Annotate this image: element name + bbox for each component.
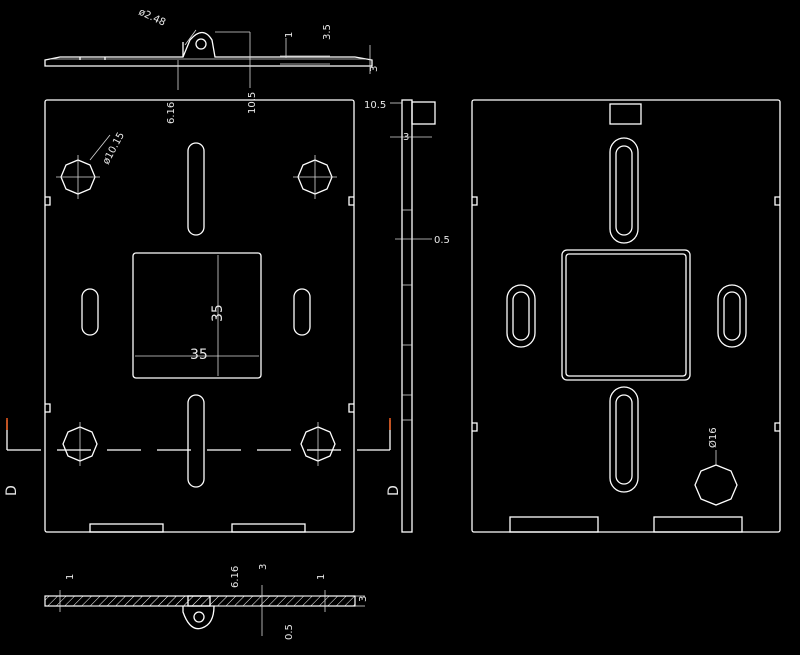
back-slot-right: [717, 284, 747, 348]
back-slot-left: [506, 284, 536, 348]
back-round-hole: [694, 464, 738, 506]
top-dim-hole: ø2.48: [137, 7, 167, 29]
side-view: 10.5 3 0.5: [364, 99, 450, 533]
bottom-dim-0-5: 0.5: [284, 624, 295, 640]
slot-top: [187, 142, 205, 236]
side-dim-3: 3: [403, 132, 409, 143]
front-dim-hole: ø10.15: [101, 131, 127, 167]
bottom-hinge: [182, 605, 215, 630]
back-bottom-tab-right: [653, 516, 743, 533]
front-dim-square-w: 35: [190, 347, 208, 363]
bottom-dim-3-right: 3: [358, 596, 369, 602]
back-slot-top: [609, 137, 639, 244]
bottom-view: 1 6.16 3 1 3 0.5: [44, 564, 369, 640]
front-bottom-tab-left: [89, 523, 164, 533]
top-plate-outline: [44, 31, 373, 67]
square-window: [132, 252, 262, 379]
top-dim-3: 3: [369, 66, 380, 72]
front-plate-outline: [44, 99, 355, 533]
front-view: ø10.15 35 35 D D: [4, 99, 402, 533]
bottom-dim-6-16: 6.16: [230, 566, 241, 588]
bottom-dim-1-right: 1: [316, 574, 327, 580]
side-hinge: [411, 101, 436, 125]
back-bottom-tab-left: [509, 516, 599, 533]
section-label-left: D: [4, 485, 20, 496]
bottom-dim-1-left: 1: [65, 574, 76, 580]
section-hatch: [44, 595, 356, 607]
side-plate-outline: [401, 99, 413, 533]
back-top-tab: [609, 103, 642, 125]
slot-left: [81, 288, 99, 336]
back-view: Ø16: [471, 99, 781, 533]
hinge-hole: [195, 38, 207, 50]
top-view: ø2.48 3.5 1 3 6.16 10.5: [44, 7, 380, 124]
back-plate-outline: [471, 99, 781, 533]
section-label-right: D: [386, 485, 402, 496]
bottom-dim-3-mid: 3: [258, 564, 269, 570]
back-slot-bottom: [609, 386, 639, 493]
back-dim-hole: Ø16: [707, 427, 719, 448]
side-dim-10-5: 10.5: [364, 100, 386, 111]
top-dim-6-16: 6.16: [166, 102, 177, 124]
front-bottom-tab-right: [231, 523, 306, 533]
back-square-window: [561, 249, 691, 381]
side-dim-0-5: 0.5: [434, 235, 450, 246]
slot-bottom: [187, 394, 205, 488]
top-dim-1: 1: [284, 32, 295, 38]
front-dim-square-h: 35: [210, 304, 226, 322]
slot-right: [293, 288, 311, 336]
top-dim-10-5: 10.5: [247, 92, 258, 114]
top-dim-3-5: 3.5: [322, 24, 333, 40]
